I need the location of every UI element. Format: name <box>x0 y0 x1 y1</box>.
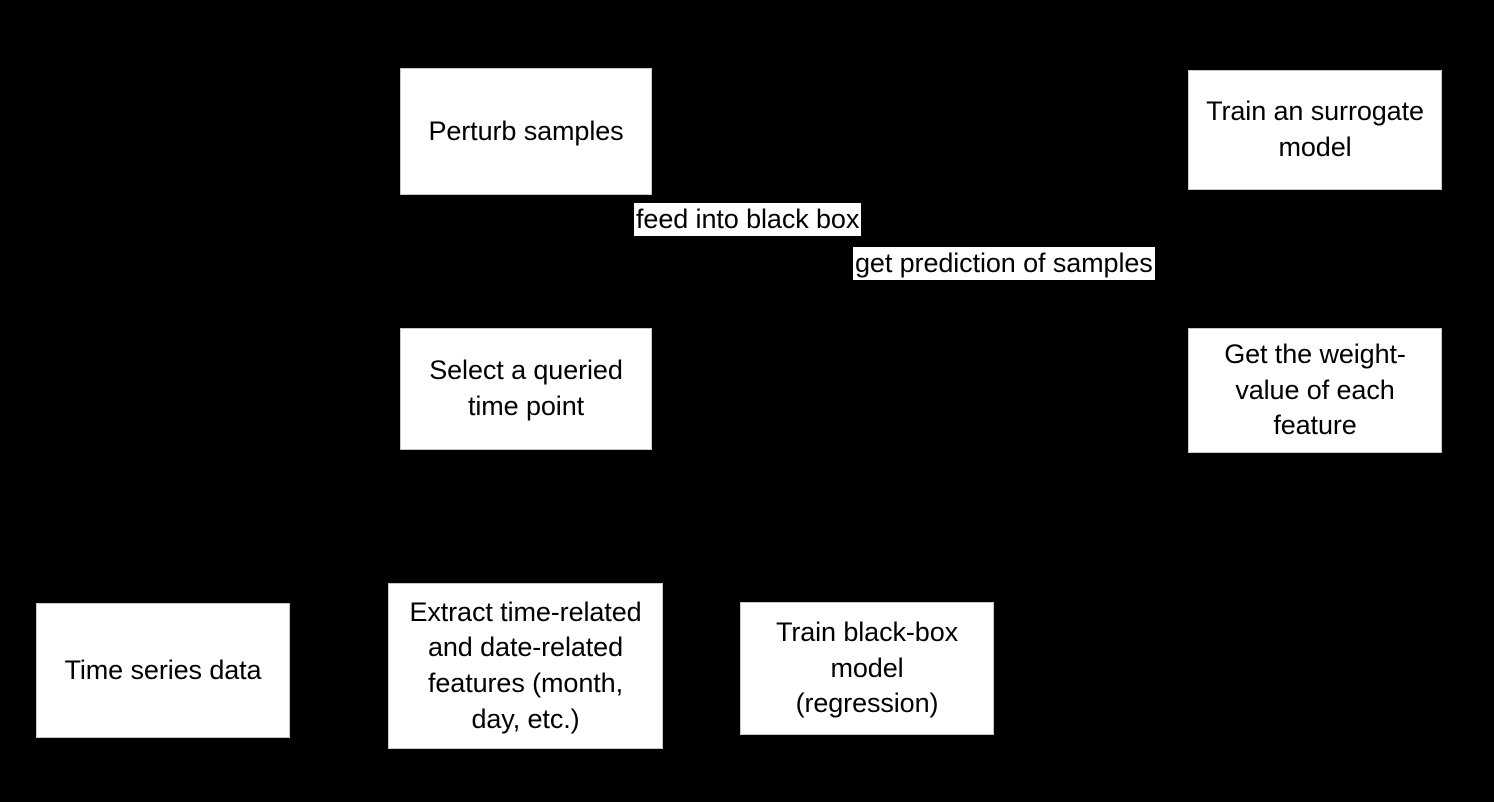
edge-label-feed-into-black-box: feed into black box <box>634 203 862 236</box>
node-train-surrogate-model[interactable]: Train an surrogate model <box>1188 70 1442 190</box>
node-get-weight-value-each-feature[interactable]: Get the weight- value of each feature <box>1188 328 1442 453</box>
node-select-queried-time-point[interactable]: Select a queried time point <box>400 328 652 450</box>
edge-label-get-prediction-of-samples: get prediction of samples <box>853 247 1155 280</box>
connector-extract-to-train-black-box <box>663 668 740 671</box>
connector-select-to-perturb <box>525 195 528 328</box>
node-time-series-data[interactable]: Time series data <box>36 603 290 738</box>
node-train-black-box-model[interactable]: Train black-box model (regression) <box>740 602 994 735</box>
node-extract-features[interactable]: Extract time-related and date-related fe… <box>388 583 663 749</box>
connector-time-series-to-extract <box>290 668 388 671</box>
connector-surrogate-to-weight-value <box>1314 190 1317 328</box>
connector-train-black-box-to-select <box>525 450 528 583</box>
node-perturb-samples[interactable]: Perturb samples <box>400 68 652 195</box>
